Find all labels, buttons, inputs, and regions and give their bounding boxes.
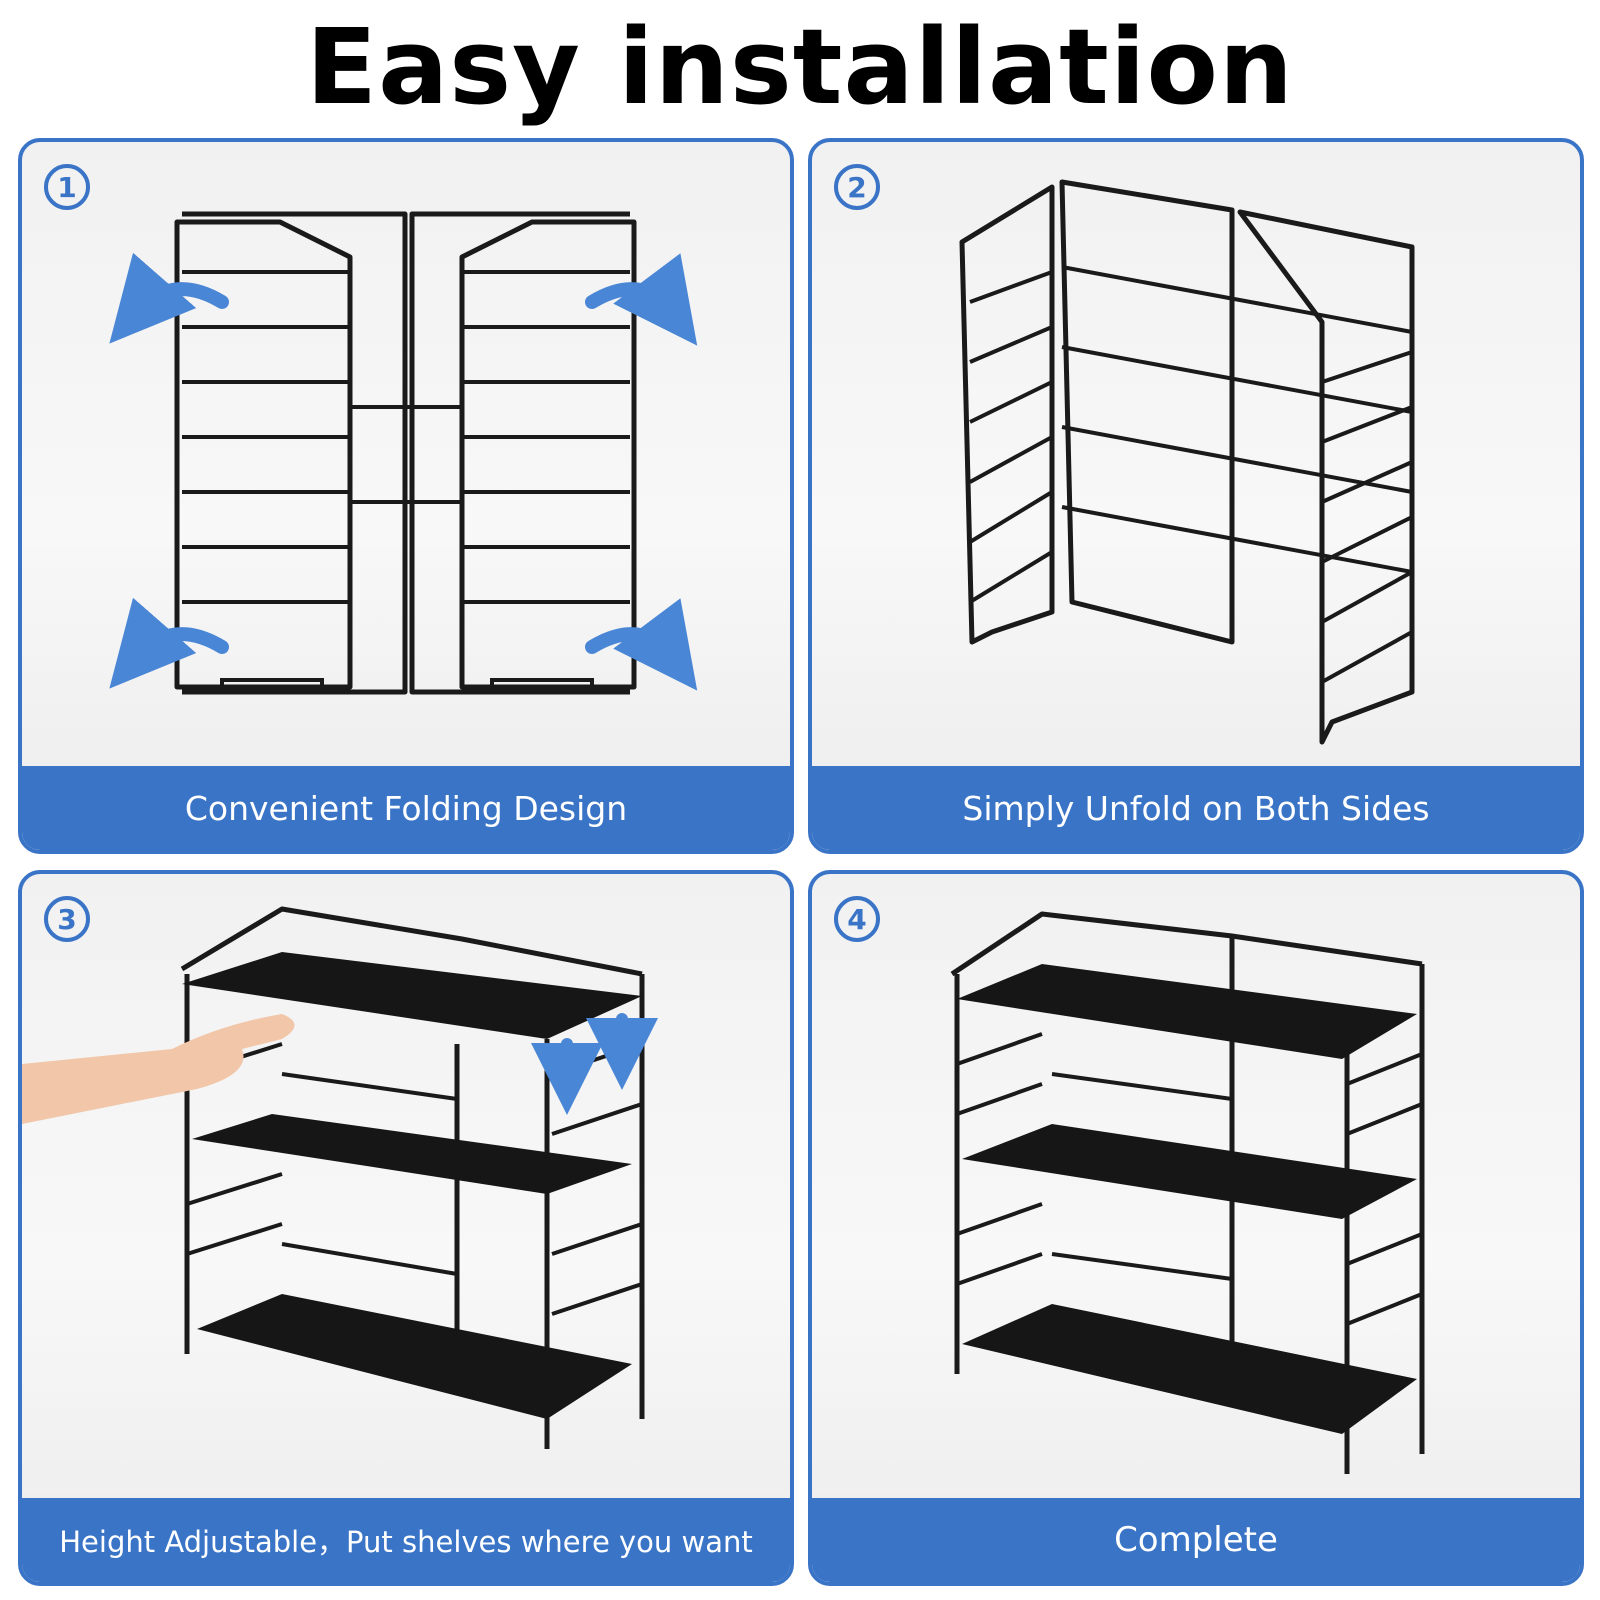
page-title: Easy installation [306, 6, 1294, 128]
caption-bar-1: Convenient Folding Design [22, 766, 790, 850]
step-panel-3: 3 Height Adjustable，Put shelves where yo… [18, 870, 794, 1586]
folded-shelf-illustration [109, 211, 698, 695]
step-badge-2: 2 [834, 164, 880, 210]
step-panel-4: 4 Complete [808, 870, 1584, 1586]
step-badge-4: 4 [834, 896, 880, 942]
step-panel-2: 2 Simply Unfold on Both Sides [808, 138, 1584, 854]
caption-3: Height Adjustable，Put shelves where you … [59, 1525, 753, 1559]
caption-4: Complete [1114, 1520, 1278, 1560]
shelf-insertion-illustration [22, 906, 658, 1449]
step-badge-3: 3 [44, 896, 90, 942]
step-panel-1: 1 Convenient Folding Design [18, 138, 794, 854]
caption-bar-3: Height Adjustable，Put shelves where you … [22, 1498, 790, 1582]
caption-bar-2: Simply Unfold on Both Sides [812, 766, 1580, 850]
caption-1: Convenient Folding Design [184, 788, 628, 828]
assembled-shelf-illustration [950, 911, 1425, 1474]
caption-2: Simply Unfold on Both Sides [962, 788, 1430, 828]
unfolded-shelf-illustration [959, 179, 1415, 745]
step-badge-1: 1 [44, 164, 90, 210]
caption-bar-4: Complete [812, 1498, 1580, 1582]
